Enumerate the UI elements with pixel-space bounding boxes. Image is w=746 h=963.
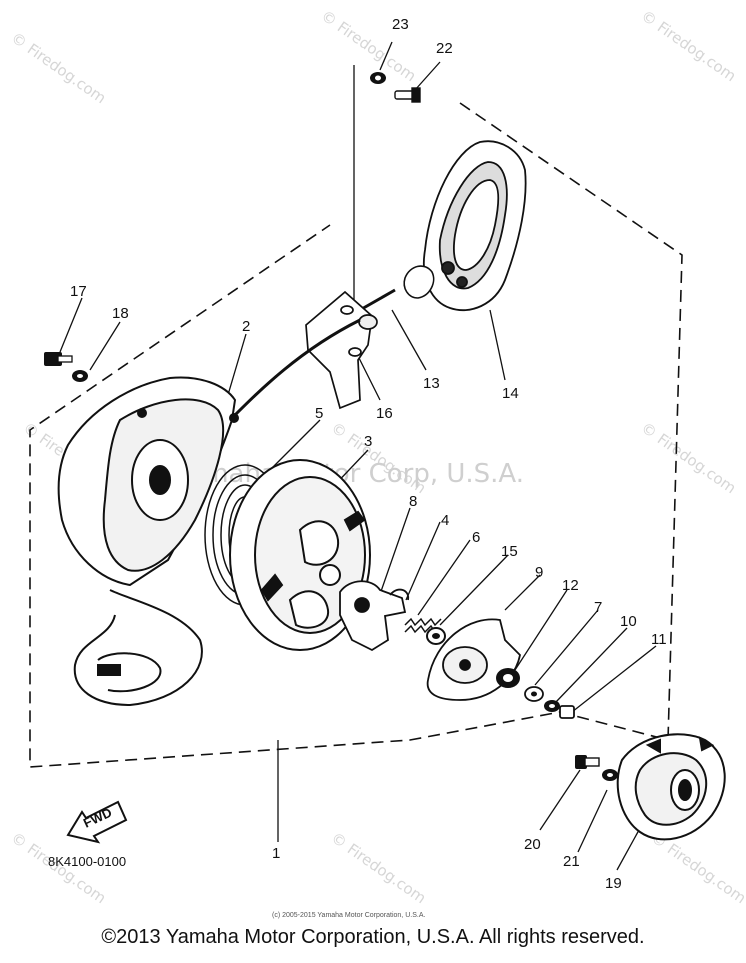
callout-8: 8 <box>409 493 417 510</box>
callout-22: 22 <box>436 40 453 57</box>
watermark-site: © Firedog.com <box>8 29 110 108</box>
callout-7: 7 <box>594 599 602 616</box>
watermark-site: © Firedog.com <box>638 7 740 86</box>
callout-13: 13 <box>423 375 440 392</box>
callout-15: 15 <box>501 543 518 560</box>
fine-print: (c) 2005-2015 Yamaha Motor Corporation, … <box>272 912 425 919</box>
copyright-notice: ©2013 Yamaha Motor Corporation, U.S.A. A… <box>101 926 645 948</box>
starter-pulley <box>616 733 726 841</box>
callout-4: 4 <box>441 512 449 529</box>
diagram-code: 8K4100-0100 <box>48 854 126 869</box>
watermark-owner: Yamaha Motor Corp, U.S.A. <box>174 459 524 489</box>
callout-11: 11 <box>651 631 667 648</box>
nut-11 <box>559 705 575 719</box>
washer-15 <box>426 627 446 645</box>
callout-18: 18 <box>112 305 129 322</box>
pawl-spring <box>404 617 442 634</box>
washer-10 <box>544 700 560 712</box>
callout-14: 14 <box>502 385 519 402</box>
rope-guide-bracket <box>305 290 378 410</box>
assembly-boundary <box>29 102 683 768</box>
callout-2: 2 <box>242 318 250 335</box>
washer-12 <box>496 668 520 688</box>
callout-9: 9 <box>535 564 543 581</box>
callout-6: 6 <box>472 529 480 546</box>
callout-5: 5 <box>315 405 323 422</box>
callout-12: 12 <box>562 577 579 594</box>
callout-19: 19 <box>605 875 622 892</box>
callout-10: 10 <box>620 613 637 630</box>
drive-pawl <box>339 580 410 652</box>
callout-1: 1 <box>272 845 280 862</box>
nut-23 <box>370 72 386 84</box>
callout-16: 16 <box>376 405 393 422</box>
callout-3: 3 <box>364 433 372 450</box>
callout-20: 20 <box>524 836 541 853</box>
callout-17: 17 <box>70 283 87 300</box>
starter-case <box>57 376 239 707</box>
callout-numbers: 1 2 3 4 5 6 7 8 9 10 11 12 13 14 15 16 1… <box>70 16 667 892</box>
watermark-site: © Firedog.com <box>638 419 740 498</box>
washer-18 <box>72 370 88 382</box>
starter-rope <box>228 318 361 422</box>
handle-ferrule <box>359 265 435 312</box>
washer-7 <box>524 686 544 702</box>
bolt-20 <box>575 755 600 769</box>
starter-handle <box>423 140 527 312</box>
watermark-site: © Firedog.com <box>328 829 430 908</box>
bolt-17 <box>44 352 73 366</box>
callout-21: 21 <box>563 853 580 870</box>
sheave-drum <box>229 459 371 651</box>
washer-21 <box>602 769 618 781</box>
forward-arrow: FWD <box>66 800 128 844</box>
bolt-22 <box>394 87 421 103</box>
callout-23: 23 <box>392 16 409 33</box>
